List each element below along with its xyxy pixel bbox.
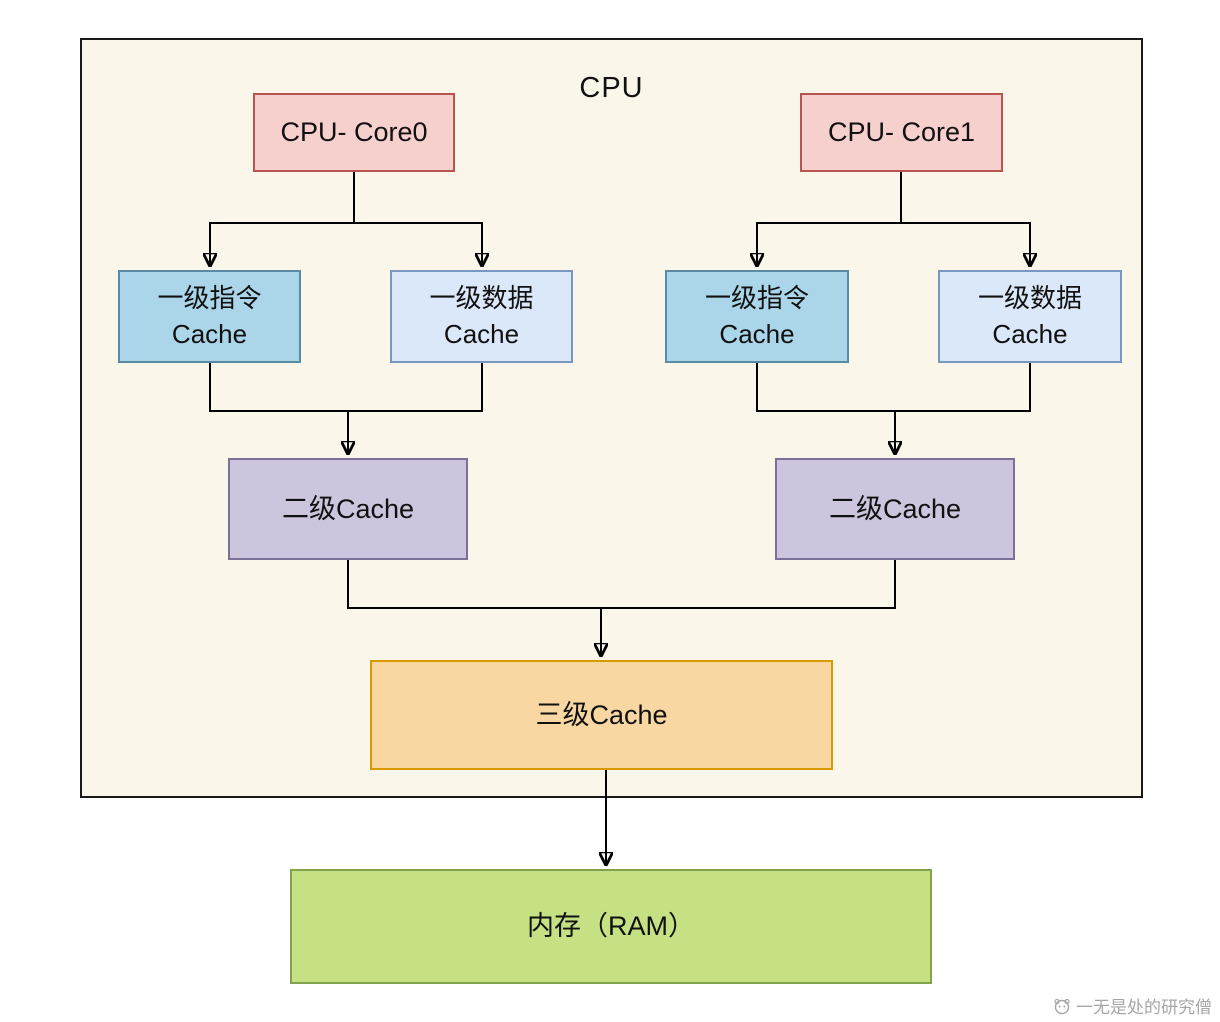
l2-cache-left-label: 二级Cache [281, 493, 415, 524]
l1-data-cache-left-box: 一级数据 Cache [390, 270, 573, 363]
watermark: 一无是处的研究僧 [1053, 993, 1212, 1018]
l1-instruction-cache-right-box: 一级指令 Cache [665, 270, 849, 363]
l2-cache-left-box: 二级Cache [228, 458, 468, 560]
l1-data-cache-left-label-line1: 一级数据 [429, 283, 534, 314]
cpu-label: CPU [579, 72, 644, 104]
l1-instruction-cache-left-label-line1: 一级指令 [157, 283, 262, 314]
cpu-core1-box: CPU- Core1 [800, 93, 1003, 172]
l1-instruction-cache-right-label-line1: 一级指令 [704, 283, 809, 314]
l1-data-cache-left-label-line2: Cache [443, 318, 520, 349]
l1-data-cache-right-label-line2: Cache [992, 318, 1068, 349]
ram-memory-label: 内存（RAM） [527, 911, 695, 942]
cpu-core1-label: CPU- Core1 [827, 117, 976, 148]
l1-instruction-cache-right-label-line2: Cache [719, 318, 795, 349]
cpu-core0-label: CPU- Core0 [280, 117, 428, 148]
watermark-logo-icon [1053, 997, 1071, 1015]
l1-data-cache-right-box: 一级数据 Cache [938, 270, 1122, 363]
cpu-core0-box: CPU- Core0 [253, 93, 455, 172]
l2-cache-right-label: 二级Cache [828, 493, 962, 524]
l1-instruction-cache-left-box: 一级指令 Cache [118, 270, 301, 363]
l3-cache-label: 三级Cache [535, 699, 668, 730]
l1-instruction-cache-left-label-line2: Cache [171, 318, 248, 349]
l2-cache-right-box: 二级Cache [775, 458, 1015, 560]
l3-cache-box: 三级Cache [370, 660, 833, 770]
ram-memory-box: 内存（RAM） [290, 869, 932, 984]
l1-data-cache-right-label-line1: 一级数据 [977, 283, 1082, 314]
watermark-text: 一无是处的研究僧 [1076, 998, 1212, 1017]
